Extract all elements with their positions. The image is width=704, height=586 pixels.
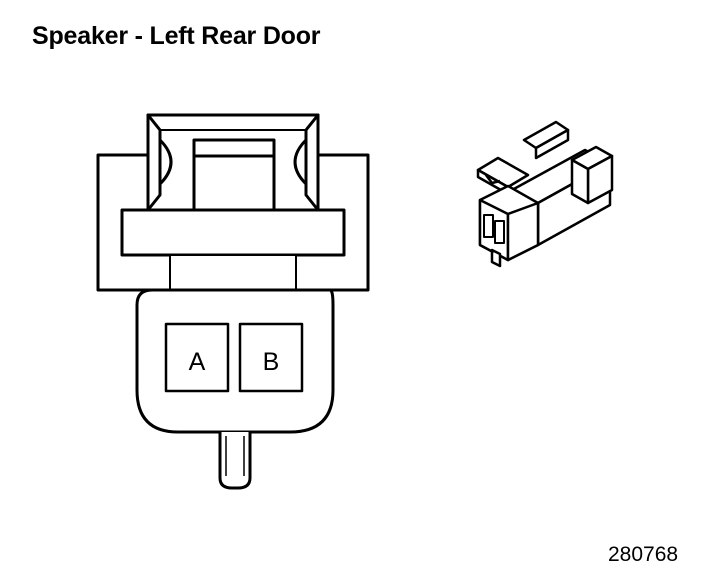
- cavity-label-b: B: [263, 348, 280, 376]
- cavity-label-a: A: [189, 348, 206, 376]
- connector-isometric-view: [476, 120, 614, 268]
- connector-neck: [169, 254, 297, 291]
- latch-bar: [192, 138, 276, 158]
- isometric-cavity-a: [483, 214, 494, 238]
- latch-detent-right: [293, 138, 308, 186]
- cavity-a: [164, 322, 230, 393]
- isometric-cavity-b: [494, 220, 505, 244]
- connector-band: [120, 208, 346, 257]
- figure-number: 280768: [608, 543, 679, 566]
- connector-key-post: [218, 432, 252, 490]
- cavity-b: [238, 322, 304, 393]
- diagram-title: Speaker - Left Rear Door: [32, 22, 321, 50]
- latch-detent-left: [158, 138, 173, 186]
- connector-front-view: [96, 113, 370, 490]
